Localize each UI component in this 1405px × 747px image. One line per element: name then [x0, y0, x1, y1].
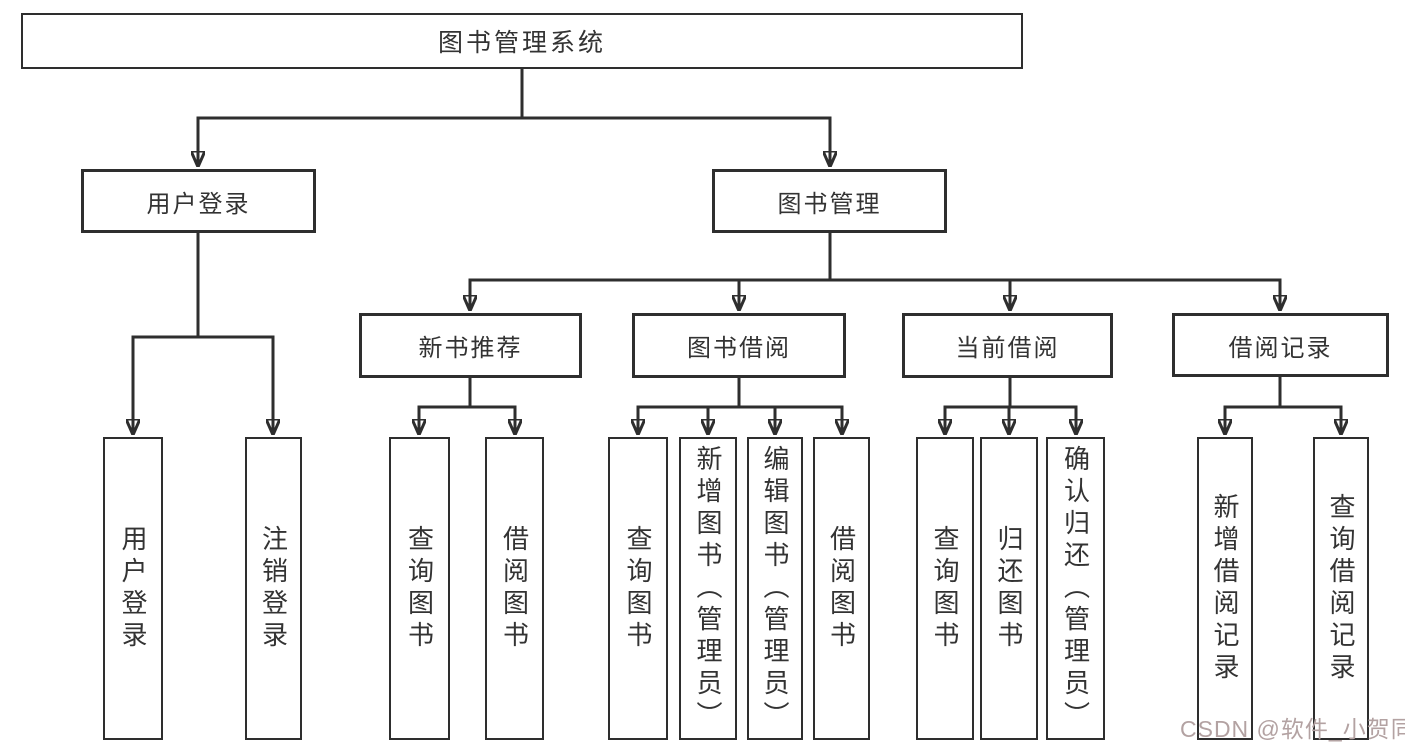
leaf-bb-borrow-books-label: 借阅图书 — [826, 524, 857, 653]
leaf-bb-edit-books-admin-label: 编辑图书（管理员） — [760, 444, 790, 733]
node-borrow-record: 借阅记录 — [1172, 313, 1389, 377]
edge-new-book-rec-to-leaves — [419, 378, 515, 434]
edge-borrow-record-to-leaves — [1225, 376, 1341, 434]
leaf-bb-add-books-admin-label: 新增图书（管理员） — [693, 444, 723, 733]
leaf-logout-label: 注销登录 — [258, 524, 289, 653]
edge-current-borrow-to-leaves — [945, 378, 1076, 434]
leaf-rec-borrow-books: 借阅图书 — [485, 437, 544, 740]
leaf-bb-borrow-books: 借阅图书 — [813, 437, 870, 740]
node-current-borrow: 当前借阅 — [902, 313, 1113, 378]
edge-root-to-level1 — [198, 69, 830, 166]
leaf-bb-query-books-label: 查询图书 — [623, 524, 653, 653]
leaf-br-add-record-label: 新增借阅记录 — [1210, 492, 1240, 685]
leaf-bb-edit-books-admin: 编辑图书（管理员） — [747, 437, 803, 740]
edge-user-login-to-leaves — [133, 233, 273, 434]
edge-book-mgmt-to-level2 — [470, 233, 1280, 310]
node-new-book-rec: 新书推荐 — [359, 313, 582, 378]
node-root: 图书管理系统 — [21, 13, 1023, 69]
leaf-rec-query-books-label: 查询图书 — [404, 524, 435, 653]
leaf-cb-return-books-label: 归还图书 — [994, 524, 1024, 653]
leaf-user-login: 用户登录 — [103, 437, 163, 740]
leaf-cb-query-books: 查询图书 — [916, 437, 974, 740]
watermark: CSDN @软件_小贺同学 — [1180, 716, 1405, 742]
leaf-rec-borrow-books-label: 借阅图书 — [499, 524, 530, 653]
leaf-br-query-record: 查询借阅记录 — [1313, 437, 1369, 740]
leaf-cb-return-books: 归还图书 — [980, 437, 1038, 740]
leaf-cb-query-books-label: 查询图书 — [930, 524, 960, 653]
leaf-rec-query-books: 查询图书 — [389, 437, 450, 740]
leaf-user-login-label: 用户登录 — [118, 524, 148, 653]
leaf-br-query-record-label: 查询借阅记录 — [1326, 492, 1356, 685]
leaf-bb-add-books-admin: 新增图书（管理员） — [679, 437, 737, 740]
leaf-logout: 注销登录 — [245, 437, 302, 740]
leaf-bb-query-books: 查询图书 — [608, 437, 668, 740]
leaf-cb-confirm-return-admin: 确认归还（管理员） — [1046, 437, 1105, 740]
edge-book-borrow-to-leaves — [638, 378, 842, 434]
leaf-br-add-record: 新增借阅记录 — [1197, 437, 1253, 740]
leaf-cb-confirm-return-admin-label: 确认归还（管理员） — [1060, 444, 1091, 733]
node-user-login: 用户登录 — [81, 169, 316, 233]
node-book-borrow: 图书借阅 — [632, 313, 846, 378]
node-book-mgmt: 图书管理 — [712, 169, 947, 233]
